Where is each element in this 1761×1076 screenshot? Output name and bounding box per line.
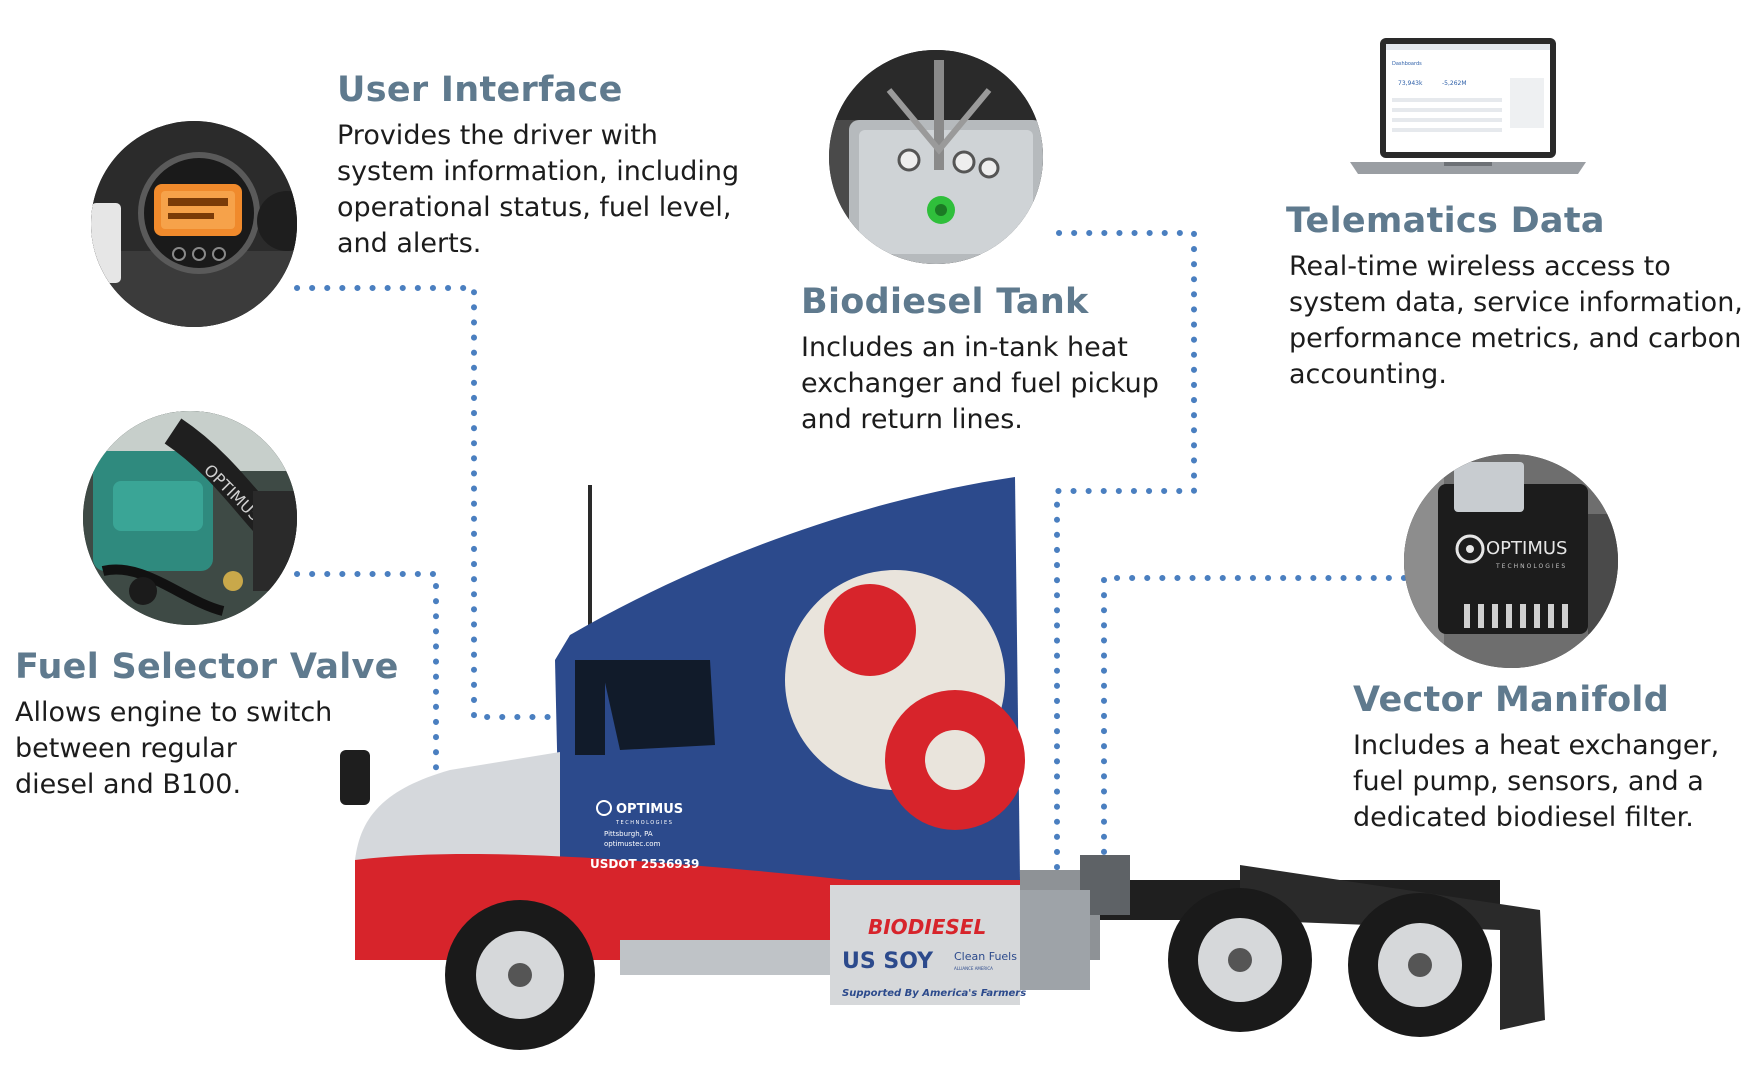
dashboard-display-icon [91,121,297,327]
biodiesel-tank-line: exchanger and fuel pickup [801,368,1159,399]
rear-wheel-2 [1348,893,1492,1037]
biodiesel-tank-line: and return lines. [801,404,1023,435]
manifold-logo-sub: TECHNOLOGIES [1495,563,1567,570]
telematics-data-description: Real-time wireless access to system data… [1289,249,1743,393]
telematics-data-line: accounting. [1289,359,1447,390]
supported-by: Supported By America's Farmers [842,988,1026,999]
vector-manifold-line: fuel pump, sensors, and a [1353,766,1704,797]
ussoy-logo: US SOY [842,949,934,974]
side-mirror [340,750,370,805]
manifold-logo-brand: OPTIMUS [1486,538,1567,559]
laptop-screen-metric-a: 73,943k [1398,80,1423,87]
laptop-screen-metric-b: -5,262M [1442,80,1467,87]
laptop-screen-header: Dashboards [1392,61,1422,67]
biodiesel-tank-photo [829,50,1043,264]
biodiesel-tank-line: Includes an in-tank heat [801,332,1128,363]
biodiesel-tank-description: Includes an in-tank heat exchanger and f… [801,330,1159,438]
cleanfuels-logo: Clean Fuels [954,950,1017,963]
cab-logo-text: OPTIMUS [616,802,683,817]
biodiesel-tank-title: Biodiesel Tank [801,282,1089,322]
cab-city: Pittsburgh, PA [604,830,653,838]
truck-illustration: OPTIMUS TECHNOLOGIES Pittsburgh, PA opti… [340,477,1545,1050]
rear-wheel-1 [1168,888,1312,1032]
cleanfuels-sub: ALLIANCE AMERICA [954,966,993,971]
user-interface-title: User Interface [337,70,623,110]
vector-manifold-title: Vector Manifold [1353,680,1670,720]
cab-logo-mark [596,800,612,816]
front-wheel [445,900,595,1050]
telematics-data-title: Telematics Data [1286,201,1605,241]
user-interface-photo [91,121,297,327]
user-interface-line: system information, including [337,156,740,187]
vector-manifold-line: dedicated biodiesel filter. [1353,802,1694,833]
telematics-data-line: Real-time wireless access to [1289,251,1671,282]
fuel-selector-valve-photo: OPTIMUS [83,411,297,625]
telematics-laptop: Dashboards 73,943k -5,262M [1350,38,1586,180]
vector-manifold-description: Includes a heat exchanger, fuel pump, se… [1353,728,1719,836]
step-box [620,940,830,975]
vector-manifold-line: Includes a heat exchanger, [1353,730,1720,761]
gear-graphic [785,570,1025,830]
cab-logo-sub: TECHNOLOGIES [615,820,673,826]
fuel-tank-wrap [830,885,1020,1005]
fuel-selector-valve-line: between regular [15,733,237,764]
telematics-data-line: performance metrics, and carbon [1289,323,1742,354]
user-interface-line: and alerts. [337,228,482,259]
fuel-selector-valve-title: Fuel Selector Valve [15,647,399,687]
user-interface-line: Provides the driver with [337,120,658,151]
mudflap [1240,865,1545,1030]
user-interface-description: Provides the driver with system informat… [337,118,739,262]
fuel-selector-valve-description: Allows engine to switch between regular … [15,695,332,803]
fuel-tank-icon [829,50,1043,264]
user-interface-line: operational status, fuel level, [337,192,732,223]
fuel-selector-valve-line: Allows engine to switch [15,697,333,728]
usdot-number: USDOT 2536939 [590,857,699,871]
cab-window [600,660,715,750]
telematics-data-line: system data, service information, [1289,287,1743,318]
engine-valve-icon: OPTIMUS [83,411,297,625]
fuel-selector-valve-line: diesel and B100. [15,769,242,800]
cab-website: optimustec.com [604,840,661,848]
laptop-icon: Dashboards 73,943k -5,262M [1350,38,1586,174]
biodiesel-logo: BIODIESEL [868,915,986,939]
